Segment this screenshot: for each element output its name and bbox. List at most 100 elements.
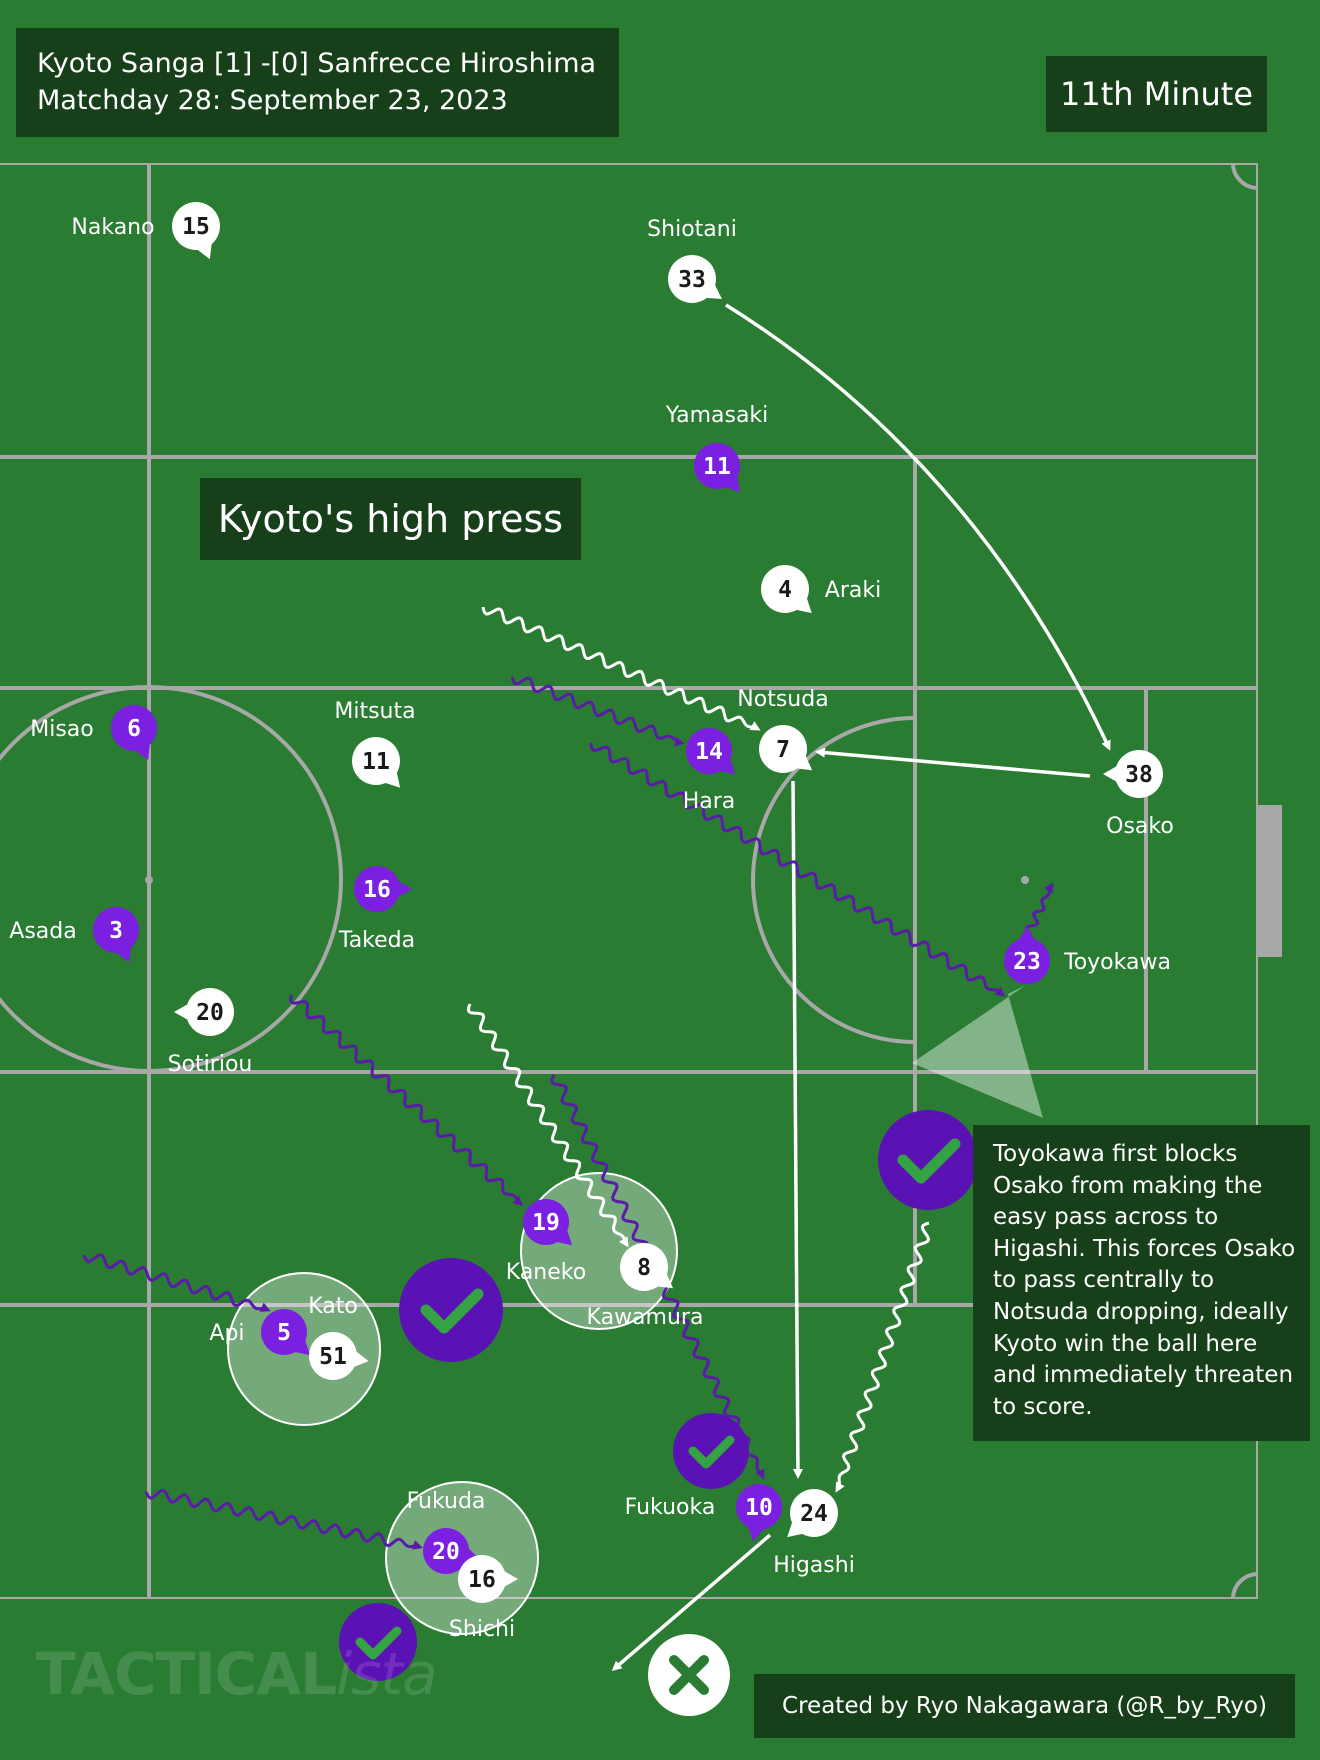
- match-header: Kyoto Sanga [1] -[0] Sanfrecce Hiroshima…: [16, 28, 619, 137]
- facing-pointer: [384, 772, 401, 788]
- corner-arc-bottom: [1231, 1572, 1258, 1599]
- check-icon: [339, 1603, 417, 1681]
- run-toyokawa-press: [589, 742, 1006, 997]
- run-api: [82, 1253, 271, 1312]
- run-hara: [510, 676, 685, 747]
- player-name: Sotiriou: [168, 1052, 253, 1077]
- analysis-note: Toyokawa first blocks Osako from making …: [973, 1125, 1310, 1441]
- player-marker: [352, 737, 400, 785]
- player-marker: [354, 866, 400, 912]
- player-hiroshima-mitsuta: 11 Mitsuta: [334, 699, 416, 788]
- player-number: 14: [695, 739, 723, 765]
- pass-osako-to-notsuda: [815, 747, 1091, 778]
- player-marker: [93, 907, 139, 953]
- player-name: Araki: [825, 578, 881, 603]
- player-number: 5: [277, 1320, 291, 1346]
- pass-shiotani-to-osako: [725, 303, 1111, 751]
- press-title: Kyoto's high press: [200, 478, 581, 560]
- player-marker: [111, 705, 157, 751]
- player-marker: [759, 725, 807, 773]
- check-icon: [399, 1258, 503, 1362]
- facing-pointer: [197, 243, 212, 260]
- facing-pointer: [1019, 926, 1035, 940]
- player-number: 10: [745, 1495, 773, 1521]
- player-number: 7: [776, 737, 790, 763]
- facing-pointer: [353, 1351, 369, 1367]
- facing-pointer: [174, 1004, 188, 1020]
- player-name: Takeda: [338, 928, 415, 953]
- player-name: Higashi: [773, 1553, 855, 1578]
- player-number: 51: [319, 1344, 347, 1370]
- player-name: Osako: [1106, 814, 1174, 839]
- player-number: 8: [637, 1255, 651, 1281]
- penalty-arc: [751, 716, 916, 1044]
- player-name: Mitsuta: [334, 699, 415, 724]
- run-kaneko: [289, 994, 524, 1206]
- player-marker: [523, 1199, 569, 1245]
- player-name: Kaneko: [506, 1260, 586, 1285]
- player-number: 38: [1125, 762, 1153, 788]
- player-marker: [790, 1489, 838, 1537]
- player-marker: [694, 443, 740, 489]
- player-name: Kawamura: [587, 1305, 704, 1330]
- player-marker: [620, 1243, 668, 1291]
- player-number: 4: [778, 577, 792, 603]
- run-kawamura: [466, 1003, 629, 1248]
- player-kyoto-fukuda: 20 Fukuda: [407, 1489, 486, 1574]
- facing-pointer: [657, 1273, 674, 1289]
- facing-pointer: [398, 881, 412, 897]
- player-marker: [261, 1309, 307, 1355]
- facing-pointer: [1103, 766, 1117, 782]
- player-number: 15: [182, 214, 210, 240]
- player-number: 20: [432, 1539, 460, 1565]
- facing-pointer: [705, 284, 722, 299]
- outcome-icons: [339, 1110, 978, 1716]
- player-marker: [309, 1332, 357, 1380]
- run-white-to-notsuda: [481, 606, 761, 731]
- player-number: 6: [127, 716, 141, 742]
- pass-higashi-forward: [611, 1533, 772, 1671]
- player-marker: [186, 988, 234, 1036]
- facing-pointer: [116, 946, 132, 963]
- player-marker: [668, 255, 716, 303]
- match-line: Kyoto Sanga [1] -[0] Sanfrecce Hiroshima: [37, 48, 597, 79]
- blocking-cone: [912, 985, 1043, 1118]
- minute-badge: 11th Minute: [1046, 56, 1267, 132]
- player-name: Fukuda: [407, 1489, 486, 1514]
- player-marker: [761, 565, 809, 613]
- player-number: 23: [1013, 949, 1041, 975]
- passes: [611, 303, 1111, 1671]
- player-name: Asada: [9, 919, 76, 944]
- facing-pointer: [135, 743, 150, 760]
- pass-notsuda-to-higashi: [791, 780, 803, 1479]
- facing-pointer: [294, 1340, 311, 1356]
- goal: [1258, 805, 1282, 957]
- player-number: 16: [363, 877, 391, 903]
- facing-pointer: [725, 476, 741, 493]
- facing-pointer: [556, 1230, 573, 1246]
- corner-arc-top: [1231, 163, 1258, 190]
- player-name: Toyokawa: [1063, 950, 1171, 975]
- player-marker: [423, 1528, 469, 1574]
- player-name: Shiotani: [647, 217, 737, 242]
- player-kyoto-toyokawa: 23 Toyokawa: [1004, 926, 1171, 984]
- credit: Created by Ryo Nakagawara (@R_by_Ryo): [754, 1674, 1295, 1738]
- cross-icon: [648, 1634, 730, 1716]
- player-number: 11: [362, 749, 390, 775]
- player-marker: [458, 1555, 506, 1603]
